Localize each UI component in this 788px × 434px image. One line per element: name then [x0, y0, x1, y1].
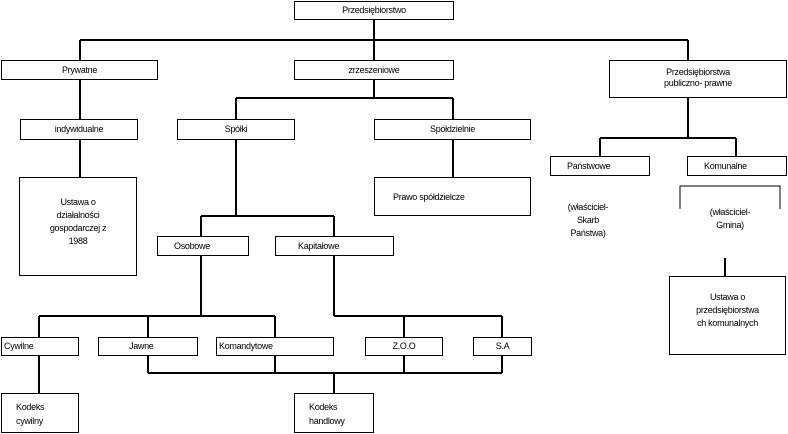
cywilne-box: Cywilne — [1, 337, 79, 356]
indywidualne-label: indywidualne — [54, 124, 104, 134]
spolki-box: Spółki — [177, 119, 295, 140]
prywatne-box: Prywatne — [1, 60, 158, 80]
ustawa-1988-box: Ustawa o działalności gospodarczej z 198… — [19, 177, 137, 276]
kapitalowe-box: Kapitałowe — [275, 236, 394, 256]
root-label: Przedsiębiorstwo — [342, 5, 406, 15]
prywatne-label: Prywatne — [61, 65, 98, 75]
kodeks-handlowy-label: Kodeks handlowy — [309, 402, 345, 426]
kapitalowe-label: Kapitałowe — [298, 241, 340, 251]
sa-label: S.A — [495, 341, 510, 351]
spoldzielnie-box: Spółdzielnie — [374, 119, 531, 140]
osobowe-box: Osobowe — [157, 236, 249, 256]
zrzeszeniowe-box: zrzeszeniowe — [294, 60, 454, 80]
spolki-label: Spółki — [224, 124, 248, 134]
kodeks-cywilny-label: Kodeks cywilny — [16, 402, 45, 426]
publiczne-box: Przedsiębiorstwa publiczno- prawne — [609, 60, 787, 98]
indywidualne-box: indywidualne — [20, 119, 138, 140]
zrzeszeniowe-label: zrzeszeniowe — [348, 65, 400, 75]
komunalne-label: Komunalne — [704, 161, 747, 171]
kodeks-handlowy-box: Kodeks handlowy — [294, 393, 374, 433]
jawne-box: Jawne — [98, 337, 198, 356]
root-box: Przedsiębiorstwo — [294, 1, 454, 20]
prawo-spoldzielcze-box: Prawo spółdzielcze — [374, 177, 531, 216]
zoo-box: Z.O.O — [365, 337, 443, 356]
prawo-spoldzielcze-label: Prawo spółdzielcze — [393, 192, 465, 202]
sa-box: S.A — [473, 337, 532, 356]
komandytowe-box: Komandytowe — [216, 337, 334, 356]
panstwowe-box: Państwowe — [550, 156, 650, 176]
osobowe-label: Osobowe — [174, 241, 210, 251]
ustawa-komunalne-label: Ustawa o przedsiębiorstwa ch komunalnych — [696, 292, 759, 328]
komandytowe-label: Komandytowe — [219, 341, 273, 351]
ustawa-komunalne-box: Ustawa o przedsiębiorstwa ch komunalnych — [669, 276, 786, 355]
spoldzielnie-label: Spółdzielnie — [430, 124, 475, 134]
zoo-label: Z.O.O — [392, 341, 416, 351]
ustawa-1988-label: Ustawa o działalności gospodarczej z 198… — [49, 197, 107, 246]
panstwowe-label: Państwowe — [567, 161, 611, 171]
komunalne-box: Komunalne — [687, 156, 787, 176]
kodeks-cywilny-box: Kodeks cywilny — [1, 393, 79, 433]
gmina-note: (właściciel- Gmina) — [709, 207, 751, 230]
jawne-label: Jawne — [129, 341, 154, 351]
publiczne-label: Przedsiębiorstwa publiczno- prawne — [664, 67, 732, 88]
cywilne-label: Cywilne — [4, 341, 34, 351]
skarb-panstwa-note: (właściciel- Skarb Państwa) — [567, 202, 609, 238]
